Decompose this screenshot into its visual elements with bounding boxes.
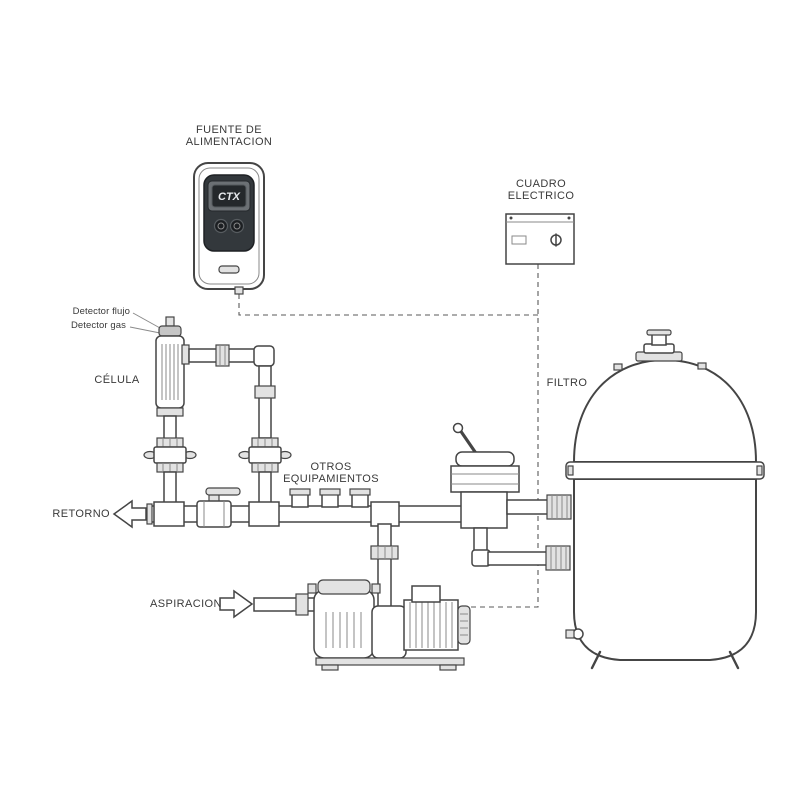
inline-ball-valve	[196, 487, 241, 528]
detector-leader-lines	[129, 312, 161, 334]
equipment-stub-2	[319, 488, 341, 508]
detector-gas-label: Detector gas	[70, 320, 126, 331]
suction-arrow	[219, 589, 254, 619]
valve-under-riser	[238, 437, 292, 507]
riser-pipe	[258, 365, 272, 439]
other-equipment-label-line2: EQUIPAMIENTOS	[283, 473, 379, 485]
power-supply-button-right	[229, 218, 245, 234]
tee-fitting-riser	[248, 501, 280, 527]
filter-tank	[565, 329, 765, 670]
valve-lower-body	[460, 491, 508, 529]
equipment-stub-1	[289, 488, 311, 508]
valve-lever	[205, 487, 241, 496]
valve-handle-knob	[452, 422, 464, 434]
power-supply-badge	[218, 265, 240, 274]
pump-motor	[403, 599, 459, 651]
return-label: RETORNO	[52, 508, 110, 520]
cell-connector	[165, 316, 175, 327]
valve-under-cell	[143, 437, 197, 507]
electric-panel-box	[505, 213, 575, 265]
power-supply-button-left	[213, 218, 229, 234]
valve-body	[153, 446, 187, 464]
pump-prefilter-lid	[317, 579, 371, 595]
electric-panel-label: CUADRO ELECTRICO	[489, 178, 593, 202]
power-supply-display	[211, 184, 247, 208]
brand-logo: CTX	[218, 191, 241, 203]
filter-dome	[572, 358, 758, 463]
pump-base	[315, 657, 465, 666]
pump	[253, 579, 471, 671]
electric-panel-label-line2: ELECTRICO	[507, 190, 575, 202]
cell-bottom-flange	[156, 407, 184, 417]
cell-drop-pipe	[163, 415, 177, 441]
control-wiring-dashed	[238, 264, 539, 608]
pump-prefilter-pot	[313, 589, 375, 659]
pipe-end-flange	[146, 503, 153, 525]
valve-to-filter-pipe-bottom	[487, 551, 549, 566]
motor-fan-cover	[457, 605, 471, 645]
suction-label: ASPIRACION	[150, 598, 222, 610]
main-return-pipe	[146, 487, 463, 528]
filter-body	[573, 478, 757, 661]
filter-clamp-band	[565, 461, 765, 480]
cell-outlet-pipe	[181, 344, 276, 439]
other-equipment-label-line1: OTROS	[310, 461, 352, 473]
power-supply-label-line2: ALIMENTACION	[185, 136, 273, 148]
tee-fitting-pump	[370, 501, 400, 527]
electrolysis-cell	[155, 316, 185, 441]
electric-panel-label-line1: CUADRO	[515, 178, 567, 190]
air-relief-valve	[651, 333, 667, 346]
pump-discharge-riser	[370, 523, 399, 609]
return-arrow	[112, 499, 147, 529]
power-supply-unit: CTX	[193, 162, 265, 295]
cable-gland	[234, 286, 244, 295]
power-supply-label: FUENTE DE ALIMENTACION	[156, 124, 302, 148]
filter-label: FILTRO	[546, 377, 588, 389]
valve-to-filter-pipe-top	[506, 499, 550, 515]
elbow-fitting	[253, 345, 275, 367]
pump-volute	[371, 605, 407, 659]
detector-flow-label: Detector flujo	[72, 306, 130, 317]
tee-fitting-cell	[153, 501, 185, 527]
other-equipment-label: OTROS EQUIPAMIENTOS	[264, 461, 398, 485]
power-supply-label-line1: FUENTE DE	[196, 124, 262, 136]
cell-label: CÉLULA	[94, 374, 140, 386]
cell-cap	[158, 325, 182, 337]
equipment-stub-3	[349, 488, 371, 508]
multiport-valve	[450, 422, 572, 571]
motor-terminal-box	[411, 585, 441, 603]
